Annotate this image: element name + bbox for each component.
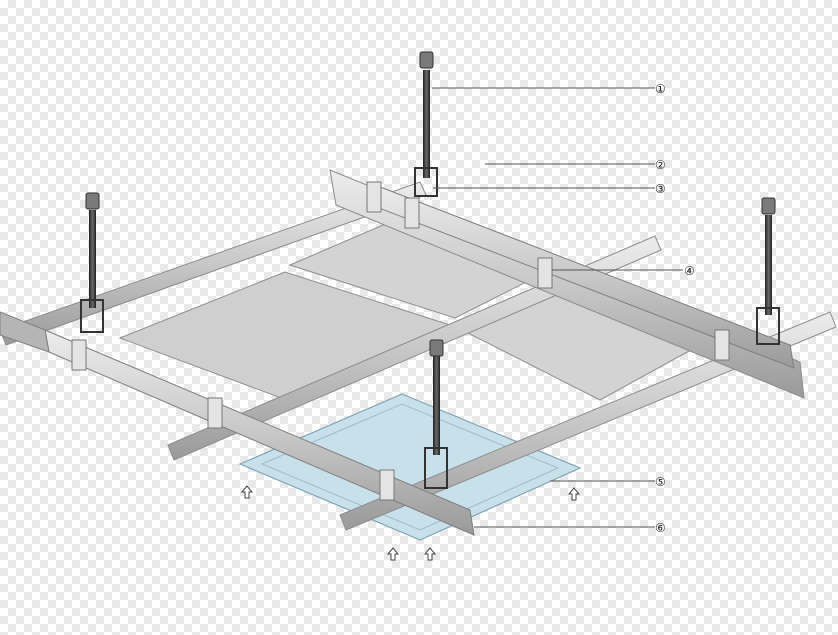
suspension-rods <box>80 51 780 489</box>
hanger-clips <box>71 181 730 501</box>
rod-icon <box>80 192 104 333</box>
clip <box>404 197 420 229</box>
keel-rail-end-left <box>0 311 50 353</box>
arrow-up-icon <box>567 487 581 501</box>
clip <box>71 339 87 371</box>
callout-6: ⑥ <box>655 521 666 535</box>
arrow-up-icon <box>386 547 400 561</box>
clip <box>714 329 730 361</box>
installing-panel <box>238 393 582 541</box>
install-direction-arrows <box>240 485 581 561</box>
carrier-rail-middle <box>167 235 662 461</box>
callout-1: ① <box>655 82 666 96</box>
clip <box>537 257 553 289</box>
clip <box>207 397 223 429</box>
arrow-up-icon <box>423 547 437 561</box>
clip <box>379 469 395 501</box>
rod-icon <box>424 339 448 489</box>
rod-icon <box>414 51 438 197</box>
clip <box>366 181 382 213</box>
callout-2: ② <box>655 158 666 172</box>
callout-3: ③ <box>655 182 666 196</box>
callout-4: ④ <box>684 264 695 278</box>
rod-icon <box>756 197 780 345</box>
leader-lines <box>432 87 683 528</box>
callouts: ① ② ③ ④ ⑤ ⑥ <box>655 82 695 535</box>
arrow-up-icon <box>240 485 254 499</box>
callout-5: ⑤ <box>655 475 666 489</box>
keel-rails <box>0 184 795 536</box>
carrier-rail-right <box>339 311 837 531</box>
